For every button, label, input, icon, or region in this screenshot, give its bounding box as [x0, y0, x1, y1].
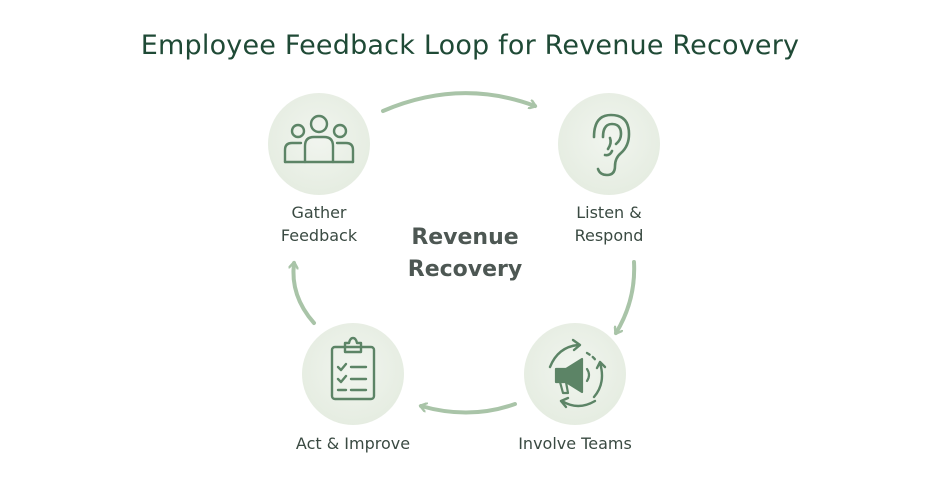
diagram-title: Employee Feedback Loop for Revenue Recov… [140, 30, 800, 61]
arrow-act-to-gather [293, 263, 316, 325]
label-listen-line2: Respond [574, 226, 644, 245]
label-involve-teams: Involve Teams [518, 434, 632, 453]
center-line1: Revenue [411, 225, 519, 250]
label-listen-respond: Listen & Respond [519, 201, 699, 247]
node-involve-teams [524, 323, 626, 425]
arrow-listen-to-involve [616, 260, 637, 333]
ear-icon [592, 113, 631, 177]
people-group-icon [283, 114, 355, 164]
label-gather-line2: Feedback [280, 226, 358, 245]
label-act-improve: Act & Improve [295, 434, 411, 453]
label-gather-line1: Gather [291, 203, 347, 222]
arrow-gather-to-listen [381, 91, 535, 113]
checklist-clipboard-icon [330, 336, 376, 401]
megaphone-cycle-icon [548, 338, 607, 409]
node-gather-feedback [268, 93, 370, 195]
node-listen-respond [558, 93, 660, 195]
center-line2: Recovery [407, 257, 523, 282]
arrow-involve-to-act [421, 404, 517, 415]
label-gather-feedback: Gather Feedback [229, 201, 409, 247]
center-label: Revenue Recovery [380, 222, 550, 286]
node-act-improve [302, 323, 404, 425]
label-listen-line1: Listen & [576, 203, 642, 222]
